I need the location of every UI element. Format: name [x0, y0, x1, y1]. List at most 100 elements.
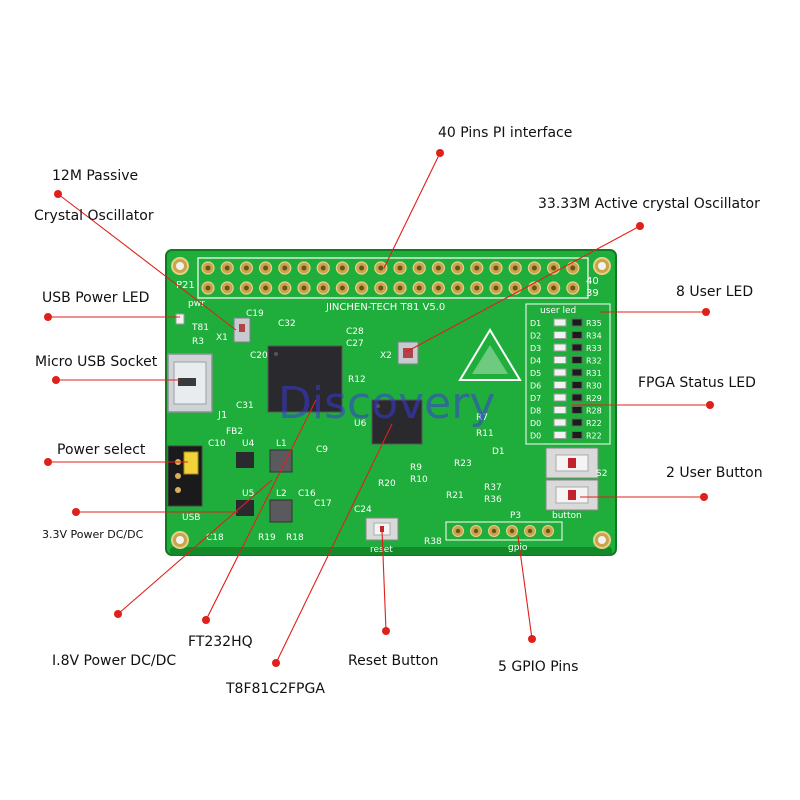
label-pi-interface: 40 Pins PI interface	[438, 125, 573, 141]
header-pin	[566, 261, 580, 275]
callout-line	[383, 149, 444, 269]
user-button-1	[545, 447, 599, 479]
callout-line	[580, 493, 708, 501]
header-pin	[546, 281, 561, 295]
silk-c31: C31	[236, 401, 254, 411]
silk-t81: T81	[191, 323, 209, 333]
led-resistor	[571, 318, 583, 327]
silk-s2: S2	[596, 469, 607, 479]
callout-line	[52, 376, 180, 384]
header-pin	[335, 261, 349, 275]
led-name: D0	[530, 419, 541, 428]
led-body	[553, 393, 567, 402]
label-passive-line2: Crystal Oscillator	[34, 208, 154, 224]
header-pin	[355, 281, 369, 295]
silk-fb2: FB2	[226, 427, 243, 437]
led-resistor-name: R30	[586, 382, 602, 391]
led-name: D7	[530, 394, 541, 403]
callout-line	[72, 508, 238, 516]
header-pin	[259, 281, 273, 295]
led-resistor-name: R33	[586, 344, 602, 353]
power-select-jumper	[167, 445, 203, 507]
led-resistor	[571, 418, 583, 427]
silk-c19: C19	[246, 309, 264, 319]
label-dcdc-33: 3.3V Power DC/DC	[42, 528, 144, 541]
led-resistor	[571, 406, 583, 414]
silk-c16: C16	[298, 489, 316, 499]
header-pin	[566, 281, 580, 295]
callout-line	[517, 535, 536, 643]
header-pin	[489, 261, 503, 275]
gpio-pin	[542, 525, 554, 537]
header-pin	[297, 281, 311, 295]
led-resistor	[571, 356, 583, 364]
header-pin	[201, 261, 215, 275]
header-pin	[508, 281, 522, 295]
header-pin	[470, 281, 484, 295]
header-pin	[259, 261, 273, 275]
led-name: D2	[530, 332, 541, 341]
led-resistor-name: R22	[586, 419, 602, 428]
led-body	[553, 356, 567, 364]
led-resistor	[571, 393, 583, 402]
led-body	[553, 431, 567, 439]
silk-r19: R19	[258, 533, 276, 543]
header-pin	[508, 261, 522, 275]
led-resistor	[571, 431, 583, 439]
led-name: D6	[530, 382, 541, 391]
silk-r10: R10	[410, 475, 428, 485]
header-pin	[220, 261, 234, 275]
mounting-holes	[171, 257, 611, 549]
header-pin	[355, 261, 369, 275]
callout-line	[54, 190, 237, 331]
header-pin	[431, 281, 445, 295]
header-pin	[451, 281, 465, 295]
pcb-edge-shade	[170, 547, 612, 555]
led-body	[553, 318, 567, 327]
callout-line	[272, 423, 393, 667]
fpga-chip	[371, 399, 423, 445]
silk-d1: D1	[492, 447, 505, 457]
header-pin	[220, 281, 234, 295]
user-led-row: D2 R34	[530, 331, 602, 341]
silk-l2: L2	[276, 489, 287, 499]
user-led-outline	[525, 303, 611, 445]
header-pin	[278, 281, 292, 295]
callout-line	[405, 222, 644, 353]
led-resistor-name: R34	[586, 332, 602, 341]
header-pin	[431, 261, 445, 275]
led-resistor-name: R28	[586, 407, 602, 416]
led-resistor	[571, 368, 583, 377]
silk-c20: C20	[250, 351, 268, 361]
label-passive-line1: 12M Passive	[52, 168, 139, 184]
gpio-pin	[506, 525, 518, 537]
header-pin	[335, 281, 349, 295]
led-name: D4	[530, 357, 541, 366]
led-resistor	[571, 381, 583, 389]
callout-line	[114, 479, 273, 618]
led-name: D3	[530, 344, 541, 353]
gpio-pin	[470, 525, 482, 537]
label-micro-usb: Micro USB Socket	[35, 354, 158, 370]
silk-r37: R37	[484, 483, 502, 493]
silk-l1: L1	[276, 439, 287, 449]
label-reset-button: Reset Button	[348, 653, 439, 669]
silk-c17: C17	[314, 499, 332, 509]
label-fpga: T8F81C2FPGA	[226, 681, 325, 697]
header-pin	[374, 281, 388, 295]
silk-x2: X2	[380, 351, 392, 361]
silk-r9: R9	[410, 463, 422, 473]
user-button-2	[545, 479, 599, 511]
ft232-chip	[267, 345, 343, 413]
header-pin	[527, 261, 542, 275]
silk-gpio: gpio	[508, 543, 528, 553]
pi-header-outline	[197, 257, 589, 299]
callout-line	[600, 308, 710, 316]
micro-usb-socket	[167, 353, 213, 413]
silk-c28: C28	[346, 327, 364, 337]
header-pin	[489, 281, 503, 295]
